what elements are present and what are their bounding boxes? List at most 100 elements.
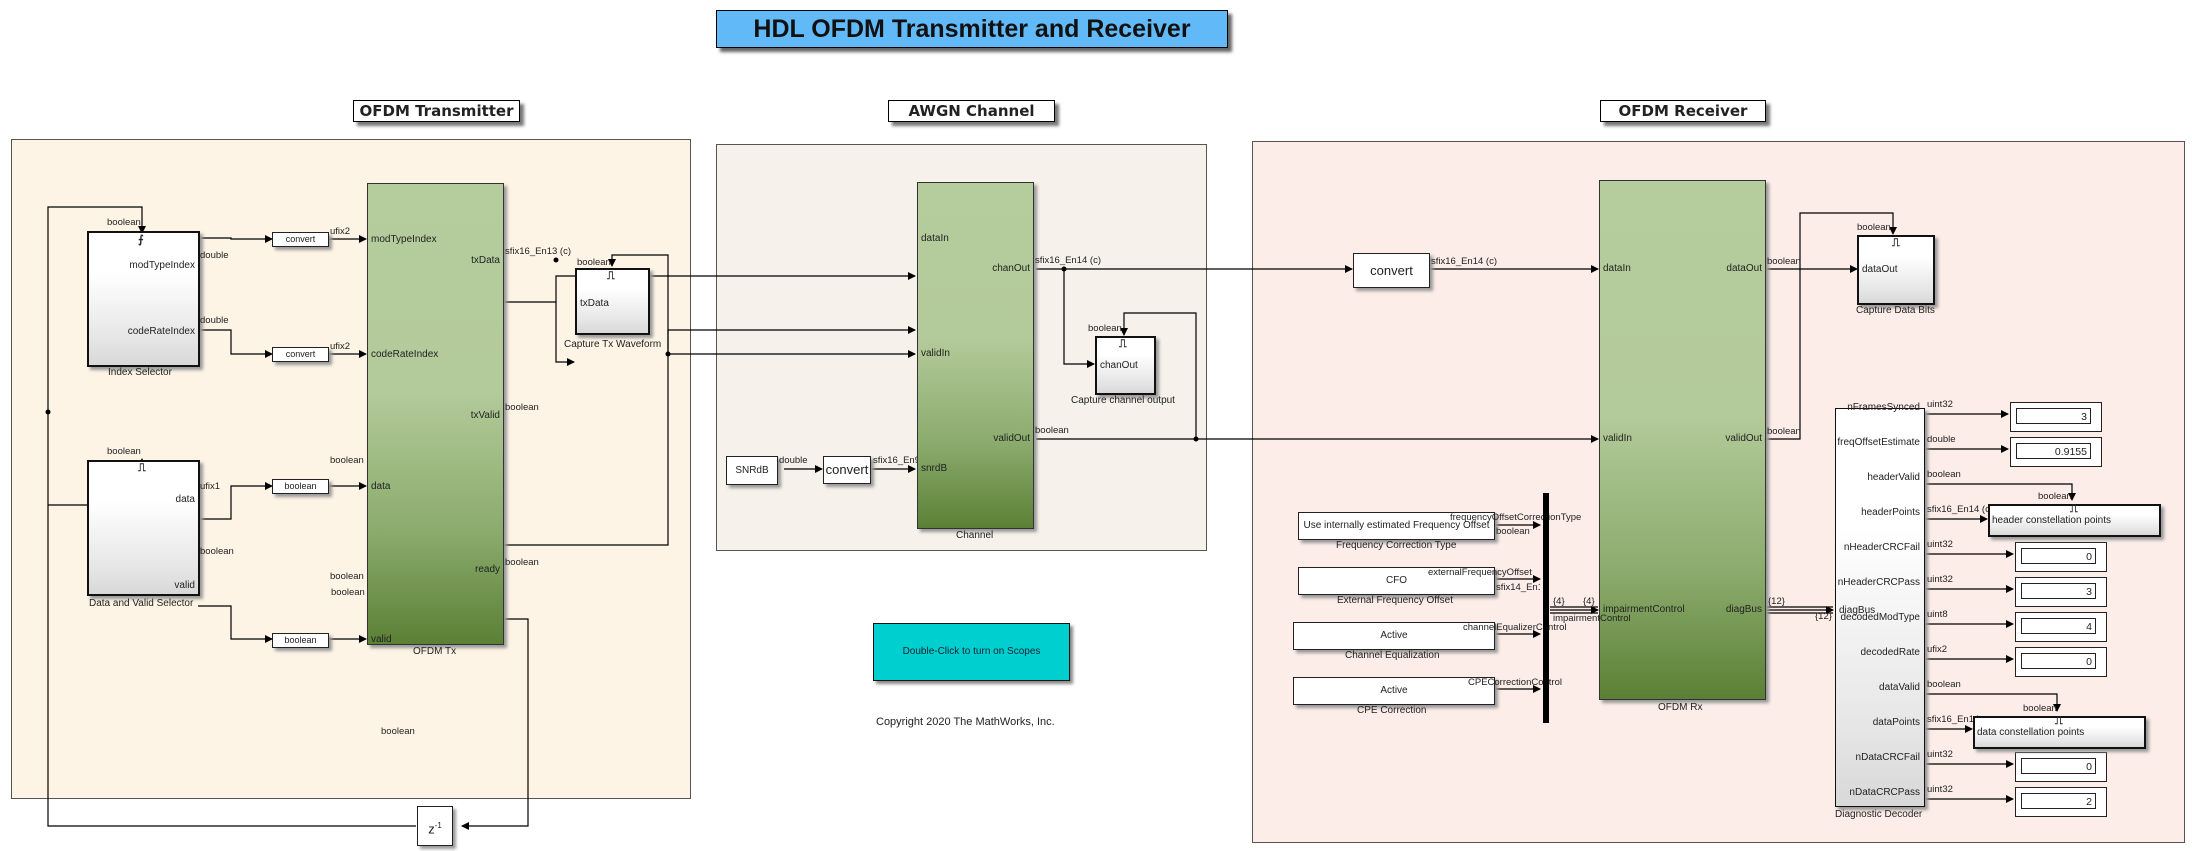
signal-bus-name: impairmentControl [1553,613,1631,624]
decoder-signal-type: boolean [1927,469,1961,480]
channel-equalization-block[interactable]: Active [1293,622,1495,650]
port-valid: valid [174,580,195,591]
signal-validout: boolean [1035,425,1069,436]
signal-rx-validout: boolean [1767,426,1801,437]
signal-rx-dataout: boolean [1767,256,1801,267]
diagnostic-decoder-block[interactable]: diagBus [1835,408,1925,807]
data-constellation-scope[interactable]: ⎍ data constellation points [1973,715,2146,749]
signal-freq-corr-type: frequencyOffsetCorrectionType [1450,512,1582,523]
trigger-pulse-icon: ⎍ [607,270,615,282]
ofdm-tx-subsystem[interactable]: modTypeIndex codeRateIndex data valid tx… [367,183,504,645]
trigger-edge-icon: ⨍ [138,234,144,246]
port-rx-dataout: dataOut [1726,263,1762,274]
section-header-receiver: OFDM Receiver [1600,100,1766,122]
display-block[interactable]: 4 [2015,612,2107,642]
wire-txvalid [503,326,916,546]
frequency-correction-type-block[interactable]: Use internally estimated Frequency Offse… [1298,512,1495,540]
turn-on-scopes-button[interactable]: Double-Click to turn on Scopes [873,623,1070,681]
signal-ready: boolean [505,557,539,568]
signal-bus-width-out: {4} [1583,596,1595,607]
convert-modtype-block[interactable]: convert [272,232,329,247]
signal-valid-boolean: boolean [200,546,234,557]
display-value: 2 [2021,793,2096,809]
signal-snr-sfix: sfix16_En9 [873,455,917,466]
index-selector-block[interactable]: ⨍ modTypeIndex codeRateIndex [87,231,200,367]
boolean-valid-block[interactable]: boolean [272,633,329,648]
port-ch-validin: validIn [921,348,950,359]
decoder-signal-type: boolean [1927,679,1961,690]
signal-boolean-data: boolean [330,455,364,466]
ofdm-rx-subsystem[interactable]: dataIn validIn impairmentControl dataOut… [1599,180,1766,700]
snrdb-constant-block[interactable]: SNRdB [726,456,778,485]
signal-trigger-index: boolean [107,217,141,228]
display-block[interactable]: 0 [2015,752,2107,782]
decoder-signal-type: uint32 [1927,749,1953,760]
display-block[interactable]: 3 [2010,402,2102,432]
ofdm-rx-label: OFDM Rx [1658,702,1703,713]
decoder-port: dataValid [1879,682,1920,693]
display-block[interactable]: 2 [2015,787,2107,817]
snr-convert-block[interactable]: convert [823,456,871,484]
bus-creator[interactable] [1543,493,1549,723]
port-rx-impairmentcontrol: impairmentControl [1603,604,1685,615]
display-block[interactable]: 0 [2015,647,2107,677]
decoder-signal-type: uint32 [1927,539,1953,550]
port-capture-txdata: txData [580,298,609,309]
signal-coderate-double: double [200,315,229,326]
external-frequency-offset-label: External Frequency Offset [1337,595,1453,606]
port-rx-datain: dataIn [1603,263,1631,274]
data-valid-selector-block[interactable]: ⎍ data valid [87,460,200,596]
port-tx-valid: valid [371,634,392,645]
display-value: 0 [2021,548,2096,564]
signal-capture-ch-trigger: boolean [1088,323,1122,334]
signal-boolean-valid-2: boolean [331,587,365,598]
unit-delay-block[interactable]: z-1 [417,806,453,846]
display-value: 3 [2016,408,2091,424]
channel-subsystem[interactable]: dataIn validIn snrdB chanOut validOut [917,182,1034,529]
display-block[interactable]: 0.9155 [2010,437,2102,467]
signal-chanout: sfix16_En14 (c) [1035,255,1102,266]
convert-coderate-block[interactable]: convert [272,347,329,362]
header-constellation-label: header constellation points [1992,515,2111,526]
decoder-signal-type: sfix16_En14 (c) [1927,504,1994,515]
display-value: 3 [2021,583,2096,599]
delay-z: z [428,821,435,837]
capture-channel-output-block[interactable]: ⎍ chanOut [1095,336,1156,395]
capture-tx-waveform-block[interactable]: ⎍ txData [575,268,650,335]
port-tx-modtypeindex: modTypeIndex [371,234,437,245]
wire-dec-9 [1924,693,2061,712]
wire-coderate [198,329,273,358]
wire-txdata [503,272,916,303]
signal-txdata: sfix16_En13 (c) [505,246,572,257]
port-rx-validout: validOut [1725,433,1762,444]
channel-equalization-label: Channel Equalization [1345,650,1440,661]
port-capture-dataout: dataOut [1862,264,1898,275]
decoder-port: decodedModType [1840,612,1920,623]
port-tx-coderateindex: codeRateIndex [371,349,439,360]
rx-convert-block[interactable]: convert [1353,253,1430,288]
port-tx-txdata: txData [471,255,500,266]
signal-ext-freq-dtype: sfix14_En14 [1496,582,1540,593]
boolean-data-block[interactable]: boolean [272,479,329,494]
signal-delay-out: boolean [381,726,415,737]
capture-data-bits-block[interactable]: ⎍ dataOut [1857,235,1935,305]
port-capture-chanout: chanOut [1100,360,1138,371]
delay-exponent: -1 [434,821,442,830]
wire-txdata-branch [555,302,575,366]
display-value: 4 [2021,618,2096,634]
signal-rx-convert: sfix16_En14 (c) [1431,256,1498,267]
display-block[interactable]: 0 [2015,542,2107,572]
header-constellation-scope[interactable]: ⎍ header constellation points [1988,503,2161,537]
signal-header-trigger: boolean [2038,491,2072,502]
external-frequency-offset-block[interactable]: CFO [1298,567,1495,595]
diagnostic-decoder-label: Diagnostic Decoder [1835,809,1923,820]
decoder-port: nHeaderCRCPass [1837,577,1920,588]
signal-ufix1: ufix1 [200,481,221,492]
port-data: data [175,494,195,505]
port-tx-ready: ready [474,564,500,575]
signal-rx-diagbus-width: {12} [1768,596,1785,607]
signal-channel-eq: channelEqualizerControl [1463,622,1567,633]
cpe-correction-block[interactable]: Active [1293,677,1495,705]
display-block[interactable]: 3 [2015,577,2107,607]
signal-snr-double: double [779,455,808,466]
